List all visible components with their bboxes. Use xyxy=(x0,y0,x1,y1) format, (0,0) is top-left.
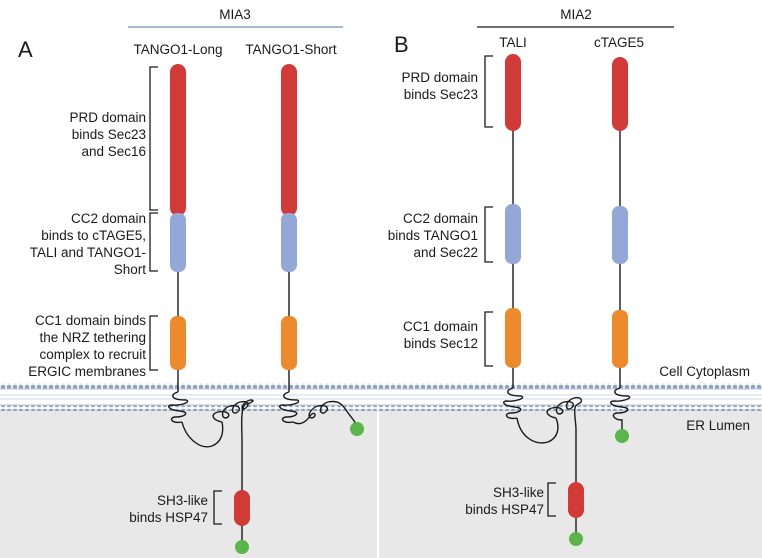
annotation-line: and Sec22 xyxy=(413,245,478,260)
protein-tango1-long xyxy=(168,64,254,554)
annotation-b-prd: PRD domain binds Sec23 xyxy=(401,70,478,102)
protein-tango1-short xyxy=(279,64,364,436)
tango1-short-cc1-domain xyxy=(281,316,297,370)
bracket-b-cc2 xyxy=(484,206,493,263)
tango1-long-cc1-domain xyxy=(170,316,186,370)
tango1-long-intramembrane-loop xyxy=(181,421,224,448)
annotation-b-cc2: CC2 domain binds TANGO1 and Sec22 xyxy=(388,211,478,260)
annotation-a-cc1: CC1 domain binds the NRZ tethering compl… xyxy=(28,313,146,379)
compartment-label-cytoplasm: Cell Cytoplasm xyxy=(659,364,750,379)
annotation-b-cc1: CC1 domain binds Sec12 xyxy=(403,319,478,351)
tango1-long-cc2-domain xyxy=(170,213,186,272)
tali-prd-domain xyxy=(505,54,521,131)
protein-name-tango1-short: TANGO1-Short xyxy=(245,42,337,57)
bracket-b-cc1 xyxy=(484,311,493,367)
ctage5-cc1-domain xyxy=(612,310,628,368)
annotation-line: PRD domain xyxy=(69,110,146,125)
tali-cc1-domain xyxy=(505,308,521,368)
tango1-short-transmembrane-helix xyxy=(279,391,300,424)
tango1-short-reentrant-helix xyxy=(292,400,357,425)
tali-sh3-domain xyxy=(568,482,584,518)
protein-name-tango1-long: TANGO1-Long xyxy=(133,42,222,57)
annotation-a-cc2: CC2 domain binds to cTAGE5, TALI and TAN… xyxy=(30,211,147,277)
tango1-long-transmembrane-helix xyxy=(168,391,189,424)
annotation-line: binds Sec23 xyxy=(404,87,478,102)
annotation-a-prd: PRD domain binds Sec23 and Sec16 xyxy=(69,110,146,159)
bracket-a-sh3 xyxy=(213,490,222,525)
protein-ctage5 xyxy=(610,57,631,443)
annotation-line: Short xyxy=(114,262,147,277)
tango1-long-c-terminus xyxy=(235,540,249,554)
bracket-b-sh3 xyxy=(547,482,556,517)
tango1-long-reentrant-helix xyxy=(212,399,251,423)
tali-reentrant-helix xyxy=(546,396,583,484)
bracket-b-prd xyxy=(484,55,493,128)
annotation-line: binds HSP47 xyxy=(465,502,544,517)
bracket-a-prd xyxy=(149,66,158,211)
tango1-long-prd-domain xyxy=(170,64,186,216)
protein-tali xyxy=(503,54,584,546)
ctage5-prd-domain xyxy=(612,57,628,131)
annotation-line: ERGIC membranes xyxy=(28,364,146,379)
annotation-line: CC2 domain xyxy=(71,211,146,226)
annotation-line: binds Sec23 xyxy=(72,127,146,142)
annotation-line: and Sec16 xyxy=(81,144,146,159)
protein-name-tali: TALI xyxy=(499,35,527,50)
annotation-line: complex to recruit xyxy=(39,347,146,362)
tali-transmembrane-helix xyxy=(503,387,524,420)
annotation-line: binds to cTAGE5, xyxy=(41,228,146,243)
tango1-long-sh3-domain xyxy=(234,490,250,526)
er-membrane xyxy=(0,383,762,411)
mia3-label: MIA3 xyxy=(219,7,251,22)
annotation-line: CC1 domain xyxy=(403,319,478,334)
tali-intramembrane-loop xyxy=(516,417,559,444)
bracket-a-cc1 xyxy=(149,315,158,371)
protein-name-ctage5: cTAGE5 xyxy=(594,35,644,50)
tali-cc2-domain xyxy=(505,204,521,264)
bracket-a-cc2 xyxy=(149,212,158,272)
ctage5-c-terminus xyxy=(615,429,629,443)
annotation-a-sh3: SH3-like binds HSP47 xyxy=(129,493,208,525)
er-lumen-region xyxy=(0,409,762,558)
tango1-short-cc2-domain xyxy=(281,213,297,272)
ctage5-transmembrane-helix xyxy=(610,387,631,430)
annotation-line: the NRZ tethering xyxy=(39,330,146,345)
compartment-label-lumen: ER Lumen xyxy=(686,418,750,433)
annotation-line: binds Sec12 xyxy=(404,336,478,351)
annotation-line: binds TANGO1 xyxy=(388,228,478,243)
tango1-short-c-terminus xyxy=(350,422,364,436)
annotation-line: CC2 domain xyxy=(403,211,478,226)
panel-label-b: B xyxy=(394,32,409,57)
annotation-line: SH3-like xyxy=(157,493,208,508)
ctage5-cc2-domain xyxy=(612,206,628,264)
annotation-line: binds HSP47 xyxy=(129,510,208,525)
annotation-line: SH3-like xyxy=(493,485,544,500)
panel-label-a: A xyxy=(18,37,33,62)
mia2-label: MIA2 xyxy=(560,7,592,22)
tali-c-terminus xyxy=(569,532,583,546)
annotation-line: CC1 domain binds xyxy=(35,313,146,328)
annotation-line: TALI and TANGO1- xyxy=(30,245,146,260)
annotation-b-sh3: SH3-like binds HSP47 xyxy=(465,485,544,517)
annotation-line: PRD domain xyxy=(401,70,478,85)
tango1-short-prd-domain xyxy=(281,64,297,216)
